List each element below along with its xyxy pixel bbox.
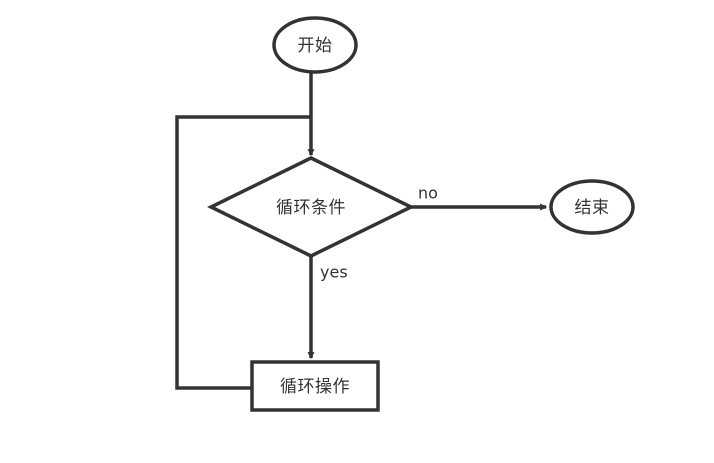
edge-condition-to-operation: yes <box>307 256 348 360</box>
node-condition[interactable]: 循环条件 <box>207 156 415 258</box>
edge-operation-to-condition <box>175 115 311 390</box>
node-start[interactable]: 开始 <box>272 16 358 74</box>
edge-condition-to-end: no <box>411 184 548 211</box>
edge-operation-to-condition-line <box>175 115 311 390</box>
operation-label: 循环操作 <box>280 377 350 397</box>
condition-label: 循环条件 <box>276 198 346 218</box>
end-ellipse[interactable] <box>549 179 635 235</box>
edge-label-yes: yes <box>320 263 348 282</box>
end-label: 结束 <box>575 198 610 218</box>
start-ellipse[interactable] <box>272 16 358 74</box>
condition-diamond[interactable] <box>207 156 415 258</box>
start-label: 开始 <box>298 36 333 56</box>
edge-label-no: no <box>418 184 438 203</box>
node-operation[interactable]: 循环操作 <box>250 360 380 412</box>
node-end[interactable]: 结束 <box>549 179 635 235</box>
operation-rect[interactable] <box>250 360 380 412</box>
